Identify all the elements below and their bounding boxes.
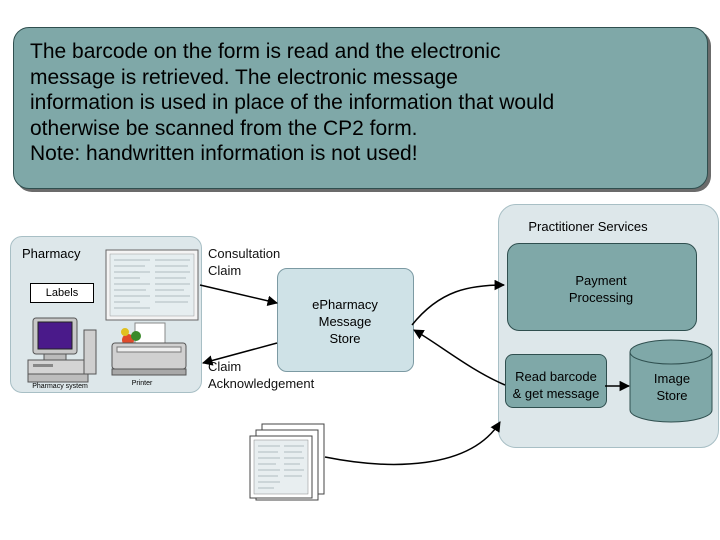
message-store-box	[277, 268, 414, 372]
info-callout	[13, 27, 708, 189]
form-document-image	[105, 249, 199, 321]
consultation-claim-arrow	[199, 284, 279, 306]
consultation-claim-label: Consultation Claim	[208, 246, 281, 278]
forms-to-read-arrow	[324, 421, 501, 466]
image-store-cylinder	[629, 339, 713, 423]
callout-text: The barcode on the form is read and the …	[30, 40, 555, 165]
printer-icon	[111, 322, 187, 376]
payment-processing-box	[507, 243, 697, 331]
store-to-payment-arrow	[411, 279, 506, 326]
claim-acknowledgement-label: Claim Acknowledgement	[208, 359, 315, 391]
read-to-store-arrow	[413, 329, 506, 386]
message-store-label: ePharmacy Message Store	[312, 297, 378, 346]
pharmacy-title: Pharmacy	[22, 246, 81, 261]
practitioner-services-title: Practitioner Services	[528, 219, 648, 234]
printer-caption: Printer	[132, 380, 153, 387]
payment-processing-label: Payment Processing	[568, 273, 634, 305]
form-stack-image	[249, 423, 325, 501]
read-barcode-box	[505, 354, 607, 408]
claim-acknowledgement-arrow	[201, 342, 278, 366]
image-store-label: Image Store	[653, 371, 691, 403]
labels-box: Labels	[30, 283, 94, 303]
read-barcode-label: Read barcode & get message	[512, 369, 600, 401]
pharmacy-system-caption: Pharmacy system	[32, 383, 88, 390]
pharmacy-computer-icon	[27, 317, 97, 383]
